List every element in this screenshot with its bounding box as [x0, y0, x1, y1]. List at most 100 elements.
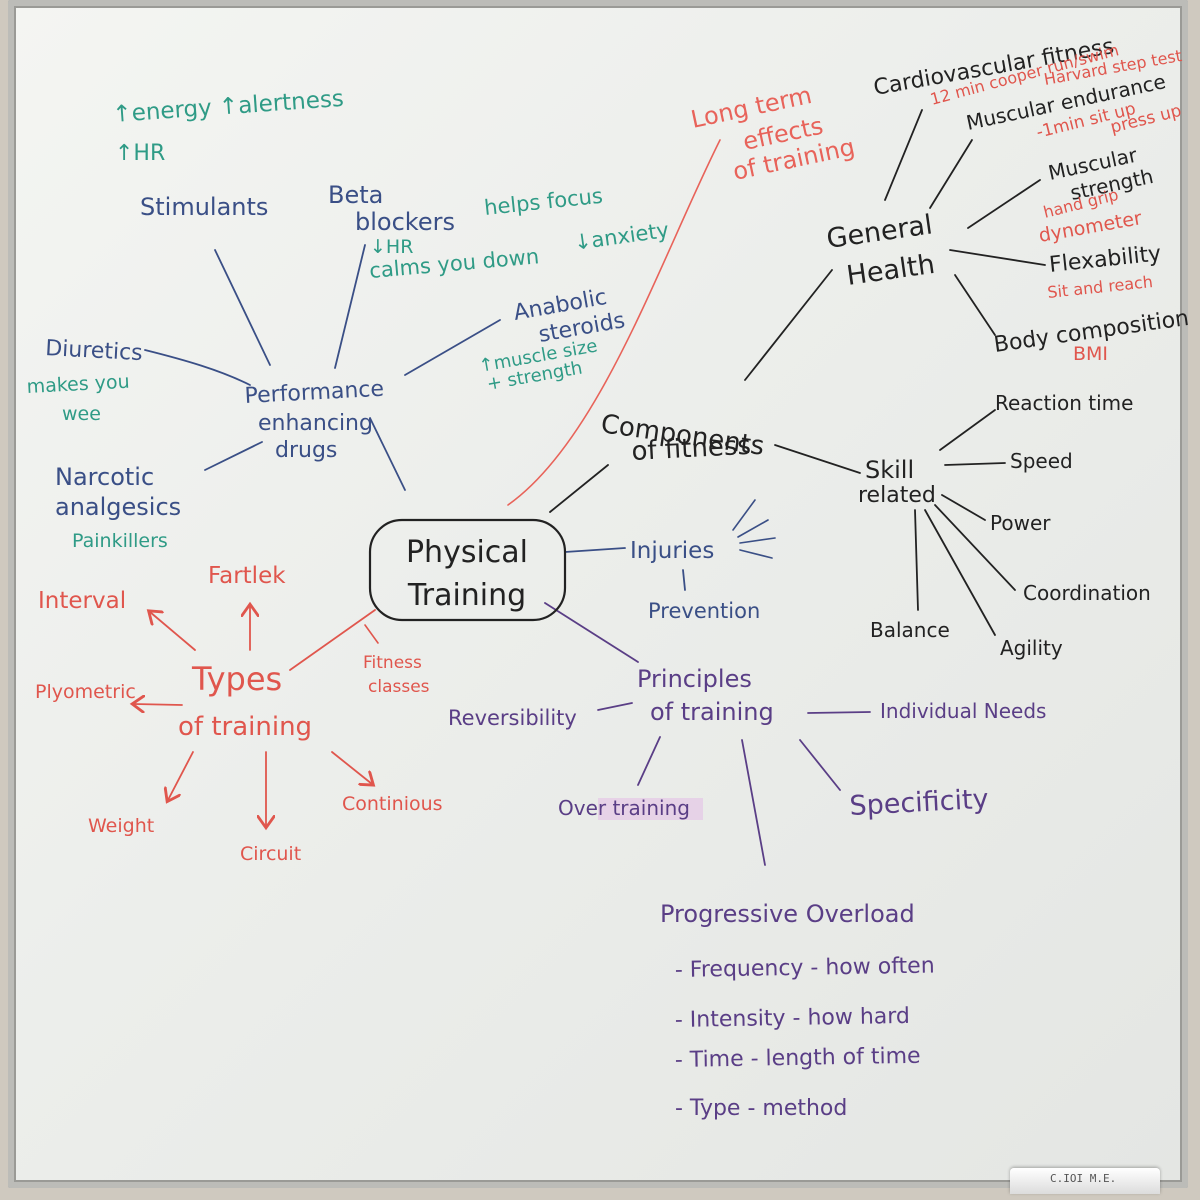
line-injury-ray-3: [739, 537, 776, 544]
overload-intensity: - Intensity - how hard: [675, 1004, 910, 1033]
line-musc-strength: [967, 179, 1041, 229]
line-general-health: [744, 269, 833, 381]
types-label-1: Types: [191, 660, 282, 698]
types-label-2: of training: [178, 712, 312, 742]
line-power: [941, 494, 986, 521]
line-beta-blockers: [334, 244, 366, 369]
principles-label-2: of training: [650, 698, 774, 726]
prevention-label: Prevention: [648, 599, 760, 623]
line-drugs-to-center: [369, 417, 406, 491]
skill-coordination: Coordination: [1023, 581, 1151, 605]
line-body-composition: [954, 274, 996, 336]
line-specificity: [799, 739, 841, 791]
progressive-overload-label: Progressive Overload: [660, 900, 915, 928]
line-reaction: [939, 409, 996, 451]
general-health-label-1: General: [825, 209, 935, 255]
principles-label-1: Principles: [637, 665, 752, 693]
line-balance: [914, 509, 919, 611]
over-training-highlight: [598, 798, 703, 820]
beta-label-2: blockers: [355, 208, 455, 236]
narcotic-label-2: analgesics: [55, 493, 181, 521]
fitness-classes-2: classes: [368, 677, 430, 697]
specificity-label: Specificity: [849, 784, 990, 822]
beta-label-1: Beta: [328, 181, 383, 209]
arrow-continuous: [331, 751, 372, 784]
line-fitness-classes: [364, 624, 379, 644]
arrow-plyometric: [134, 704, 183, 705]
stimulants-note-1: ↑energy ↑alertness: [112, 86, 345, 128]
over-training-label: Over training: [558, 796, 690, 820]
overload-time: - Time - length of time: [675, 1044, 921, 1073]
circuit-label: Circuit: [240, 843, 301, 865]
components-label-2: of fitness: [631, 431, 752, 467]
center-label-2: Training: [407, 578, 526, 613]
line-musc-endurance: [929, 139, 973, 209]
narcotic-label-1: Narcotic: [55, 463, 154, 491]
whiteboard-eraser[interactable]: [1010, 1168, 1160, 1194]
line-coordination: [934, 504, 1016, 591]
line-long-term-effects: [507, 139, 721, 506]
center-label-1: Physical: [406, 535, 528, 570]
line-speed: [944, 462, 1006, 466]
plyometric-label: Plyometric: [35, 681, 136, 703]
line-injury-ray-4: [739, 549, 773, 559]
line-individual-needs: [807, 711, 871, 714]
reversibility-label: Reversibility: [448, 706, 577, 730]
narcotic-note: Painkillers: [72, 530, 168, 552]
line-reversibility: [597, 702, 633, 711]
overload-frequency: - Frequency - how often: [675, 953, 935, 983]
skill-agility: Agility: [1000, 636, 1063, 660]
line-progressive-overload: [741, 739, 766, 866]
board-text: Physical Training Long term effects of t…: [26, 34, 1190, 1121]
injuries-label: Injuries: [630, 538, 714, 564]
skill-power: Power: [990, 511, 1051, 535]
fitness-classes-1: Fitness: [363, 653, 422, 673]
connector-lines: [134, 109, 1046, 866]
line-stimulants: [214, 249, 271, 366]
skill-reaction-time: Reaction time: [995, 391, 1133, 415]
line-anabolic: [404, 319, 501, 376]
interval-label: Interval: [38, 588, 126, 614]
diuretics-note-2: wee: [62, 403, 101, 425]
body-composition-test: BMI: [1073, 343, 1108, 365]
line-flexibility: [949, 249, 1046, 266]
diuretics-label: Diuretics: [45, 336, 144, 366]
arrow-interval: [150, 612, 196, 651]
skill-label-2: related: [858, 483, 936, 508]
line-principles-to-center: [544, 602, 639, 663]
stimulants-note-2: ↑HR: [115, 141, 165, 166]
overload-type: - Type - method: [675, 1096, 847, 1121]
drugs-label-1: Performance: [244, 377, 385, 409]
drugs-label-2: enhancing: [258, 411, 373, 436]
skill-speed: Speed: [1010, 449, 1073, 473]
line-injury-ray-1: [732, 499, 756, 531]
beta-note-3: helps focus: [483, 184, 604, 220]
line-injuries: [564, 547, 626, 553]
line-skill-related: [774, 444, 861, 474]
line-over-training: [637, 736, 661, 786]
general-health-label-2: Health: [845, 249, 937, 292]
line-cardio: [884, 109, 923, 201]
arrow-weight: [168, 751, 194, 800]
skill-label-1: Skill: [865, 456, 914, 484]
line-components-to-center: [549, 464, 609, 513]
whiteboard-surface: [8, 0, 1188, 1188]
line-narcotic: [204, 441, 263, 471]
stimulants-label: Stimulants: [140, 193, 268, 221]
line-types-to-center: [289, 609, 376, 671]
individual-needs-label: Individual Needs: [880, 699, 1046, 723]
weight-label: Weight: [88, 815, 154, 837]
line-prevention: [682, 569, 686, 591]
beta-note-4: ↓anxiety: [572, 218, 670, 255]
skill-balance: Balance: [870, 618, 950, 642]
diuretics-note-1: makes you: [26, 371, 130, 398]
line-injury-ray-2: [737, 519, 769, 538]
fartlek-label: Fartlek: [208, 563, 286, 589]
eraser-label: C.IOI M.E.: [1050, 1172, 1117, 1185]
line-diuretics: [144, 349, 251, 386]
beta-note-1: ↓HR: [370, 236, 413, 258]
line-agility: [924, 509, 996, 636]
center-box: [368, 518, 567, 622]
